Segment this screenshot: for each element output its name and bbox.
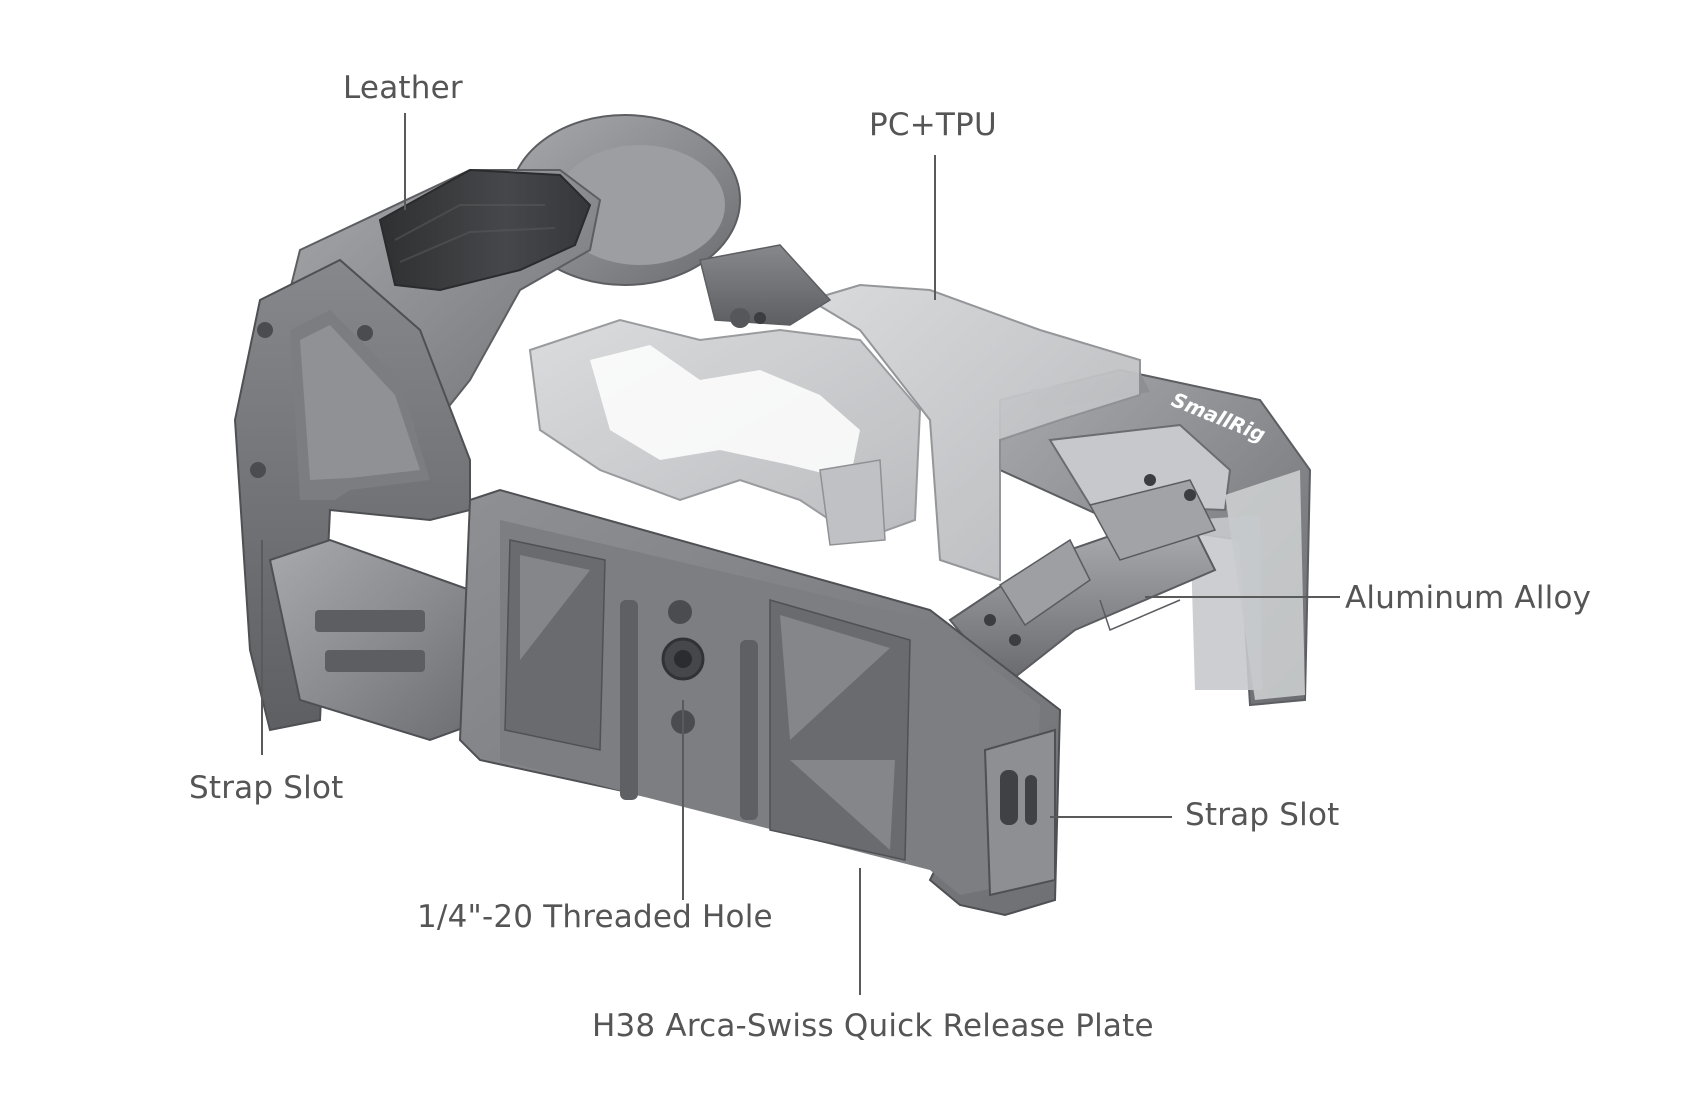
label-pc-tpu: PC+TPU — [869, 107, 997, 143]
leader-lines — [261, 113, 1340, 995]
left-frame — [233, 258, 487, 742]
label-aluminum-alloy: Aluminum Alloy — [1345, 580, 1592, 616]
aluminum-tube — [948, 474, 1217, 687]
label-quick-release-plate: H38 Arca-Swiss Quick Release Plate — [592, 1008, 1154, 1044]
label-strap-slot-right: Strap Slot — [1185, 797, 1340, 833]
label-leather: Leather — [343, 70, 463, 106]
label-threaded-hole: 1/4"-20 Threaded Hole — [417, 899, 773, 935]
arca-swiss-plate — [458, 488, 1062, 917]
pc-tpu-shield — [528, 283, 1141, 582]
label-strap-slot-left: Strap Slot — [189, 770, 344, 806]
